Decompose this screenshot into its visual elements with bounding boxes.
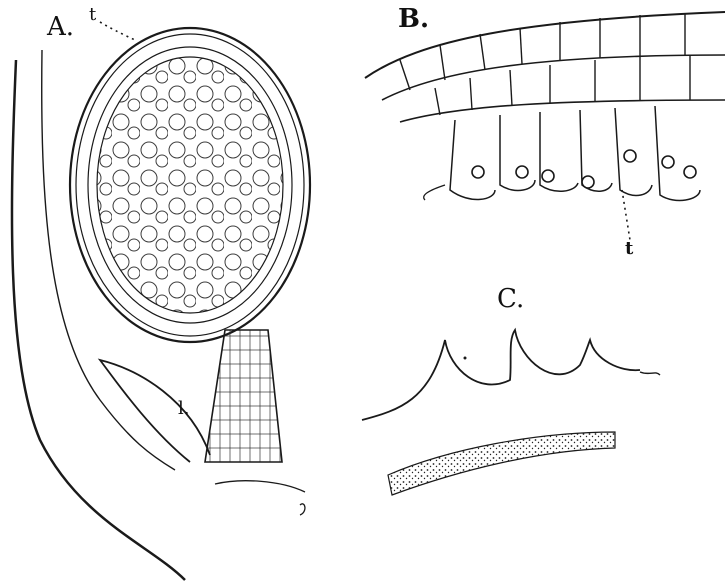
cell-nuclei [472,150,696,188]
tapetal-cells [450,106,700,200]
ligule [100,360,210,462]
panel-a [12,22,310,580]
annotation-t-b: t [625,238,633,259]
sporangium-stalk [205,330,282,462]
panel-label-a: A. [47,12,74,42]
annotation-t-a: t [89,4,96,25]
leader-t-b [622,190,630,240]
cell-layer-inner [400,100,725,122]
leader-t-a [100,22,135,40]
cell-layer-mid [382,55,725,100]
base-fragment [215,481,305,492]
panel-b [365,12,725,240]
panel-c [362,330,660,495]
panel-label-c: C. [497,284,524,314]
spore-wall-profile [362,330,640,420]
b-tail [424,185,445,200]
panel-label-b: B. [398,4,429,34]
spore-wall-tail [640,372,660,375]
base-fragment-2 [300,504,305,515]
annotation-l: l. [178,398,189,419]
stippled-wall [388,432,615,495]
spore-mass [95,55,285,315]
dot-mark [464,357,467,360]
